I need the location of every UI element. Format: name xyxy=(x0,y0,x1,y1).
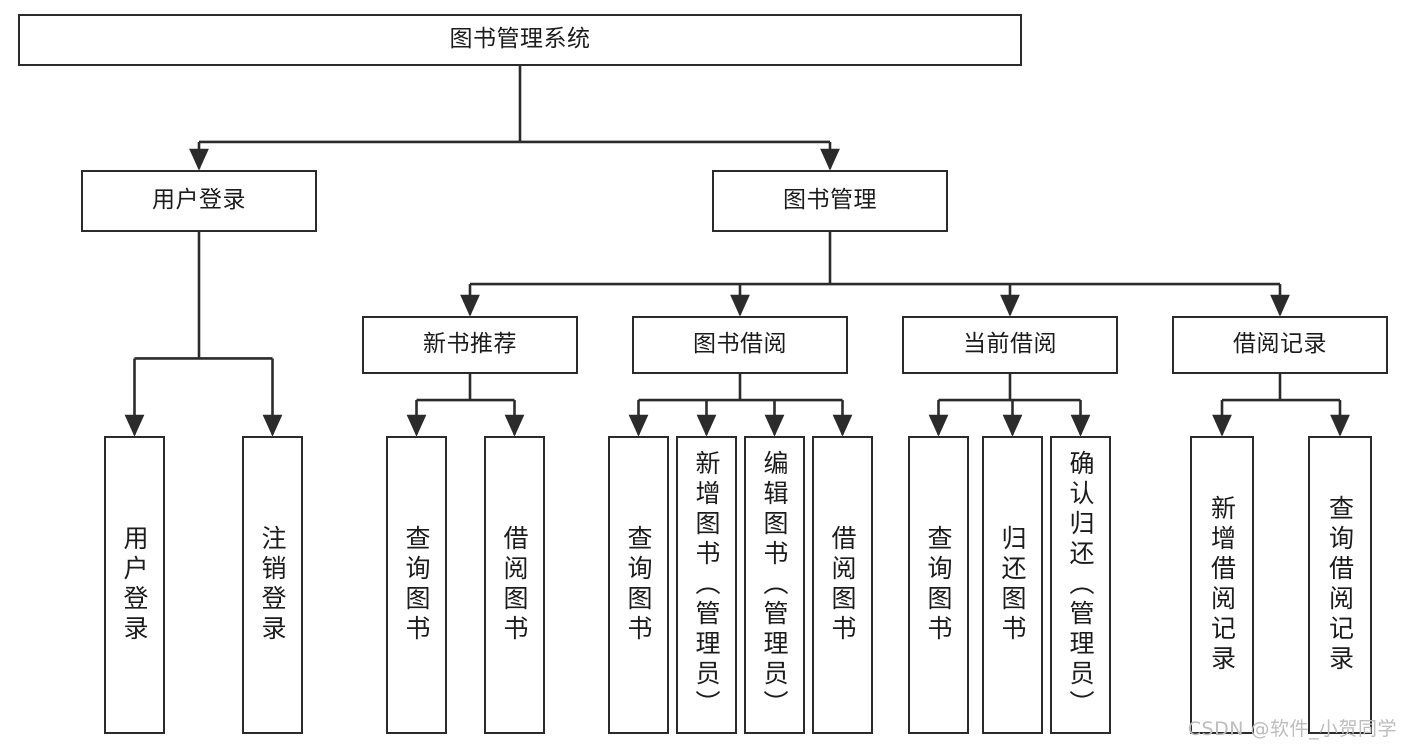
node-label-leaf-query-record: 查询借阅记录 xyxy=(1325,495,1355,675)
node-label-user-login: 用户登录 xyxy=(152,187,246,214)
node-label-leaf-borrow-book-1: 借阅图书 xyxy=(500,525,529,645)
node-borrow-record[interactable]: 借阅记录 xyxy=(1172,316,1388,374)
node-leaf-return-book[interactable]: 归还图书 xyxy=(982,436,1043,734)
node-current-borrow[interactable]: 当前借阅 xyxy=(902,316,1118,374)
node-label-leaf-confirm-return: 确认归还（管理员） xyxy=(1066,450,1095,720)
node-book-borrow[interactable]: 图书借阅 xyxy=(632,316,848,374)
node-label-leaf-edit-book: 编辑图书（管理员） xyxy=(760,450,789,720)
watermark-csdn: CSDN @软件_小贺同学 xyxy=(1187,718,1397,740)
node-leaf-add-book[interactable]: 新增图书（管理员） xyxy=(676,436,737,734)
node-label-leaf-query-book-3: 查询图书 xyxy=(924,525,953,645)
node-leaf-query-book-2[interactable]: 查询图书 xyxy=(608,436,669,734)
node-leaf-query-record[interactable]: 查询借阅记录 xyxy=(1308,436,1372,734)
node-label-new-book-rec: 新书推荐 xyxy=(423,331,517,358)
node-label-leaf-return-book: 归还图书 xyxy=(998,525,1027,645)
node-root[interactable]: 图书管理系统 xyxy=(18,14,1022,66)
node-label-leaf-borrow-book-2: 借阅图书 xyxy=(828,525,857,645)
node-leaf-confirm-return[interactable]: 确认归还（管理员） xyxy=(1050,436,1111,734)
node-leaf-query-book-1[interactable]: 查询图书 xyxy=(386,436,447,734)
node-leaf-user-logout[interactable]: 注销登录 xyxy=(242,436,303,734)
node-leaf-user-login[interactable]: 用户登录 xyxy=(104,436,165,734)
node-leaf-edit-book[interactable]: 编辑图书（管理员） xyxy=(744,436,805,734)
node-book-manage[interactable]: 图书管理 xyxy=(712,170,948,232)
node-label-root: 图书管理系统 xyxy=(449,26,591,53)
node-user-login[interactable]: 用户登录 xyxy=(81,170,317,232)
node-label-book-borrow: 图书借阅 xyxy=(693,331,787,358)
node-leaf-borrow-book-2[interactable]: 借阅图书 xyxy=(812,436,873,734)
node-label-book-manage: 图书管理 xyxy=(783,187,877,214)
node-label-leaf-add-book: 新增图书（管理员） xyxy=(692,450,721,720)
node-label-leaf-add-record: 新增借阅记录 xyxy=(1207,495,1237,675)
node-new-book-rec[interactable]: 新书推荐 xyxy=(362,316,578,374)
node-label-leaf-user-logout: 注销登录 xyxy=(258,525,287,645)
node-leaf-query-book-3[interactable]: 查询图书 xyxy=(908,436,969,734)
node-label-borrow-record: 借阅记录 xyxy=(1233,331,1327,358)
node-label-current-borrow: 当前借阅 xyxy=(963,331,1057,358)
node-label-leaf-query-book-1: 查询图书 xyxy=(402,525,431,645)
node-leaf-borrow-book-1[interactable]: 借阅图书 xyxy=(484,436,545,734)
node-label-leaf-query-book-2: 查询图书 xyxy=(624,525,653,645)
node-leaf-add-record[interactable]: 新增借阅记录 xyxy=(1190,436,1254,734)
node-label-leaf-user-login: 用户登录 xyxy=(120,525,149,645)
